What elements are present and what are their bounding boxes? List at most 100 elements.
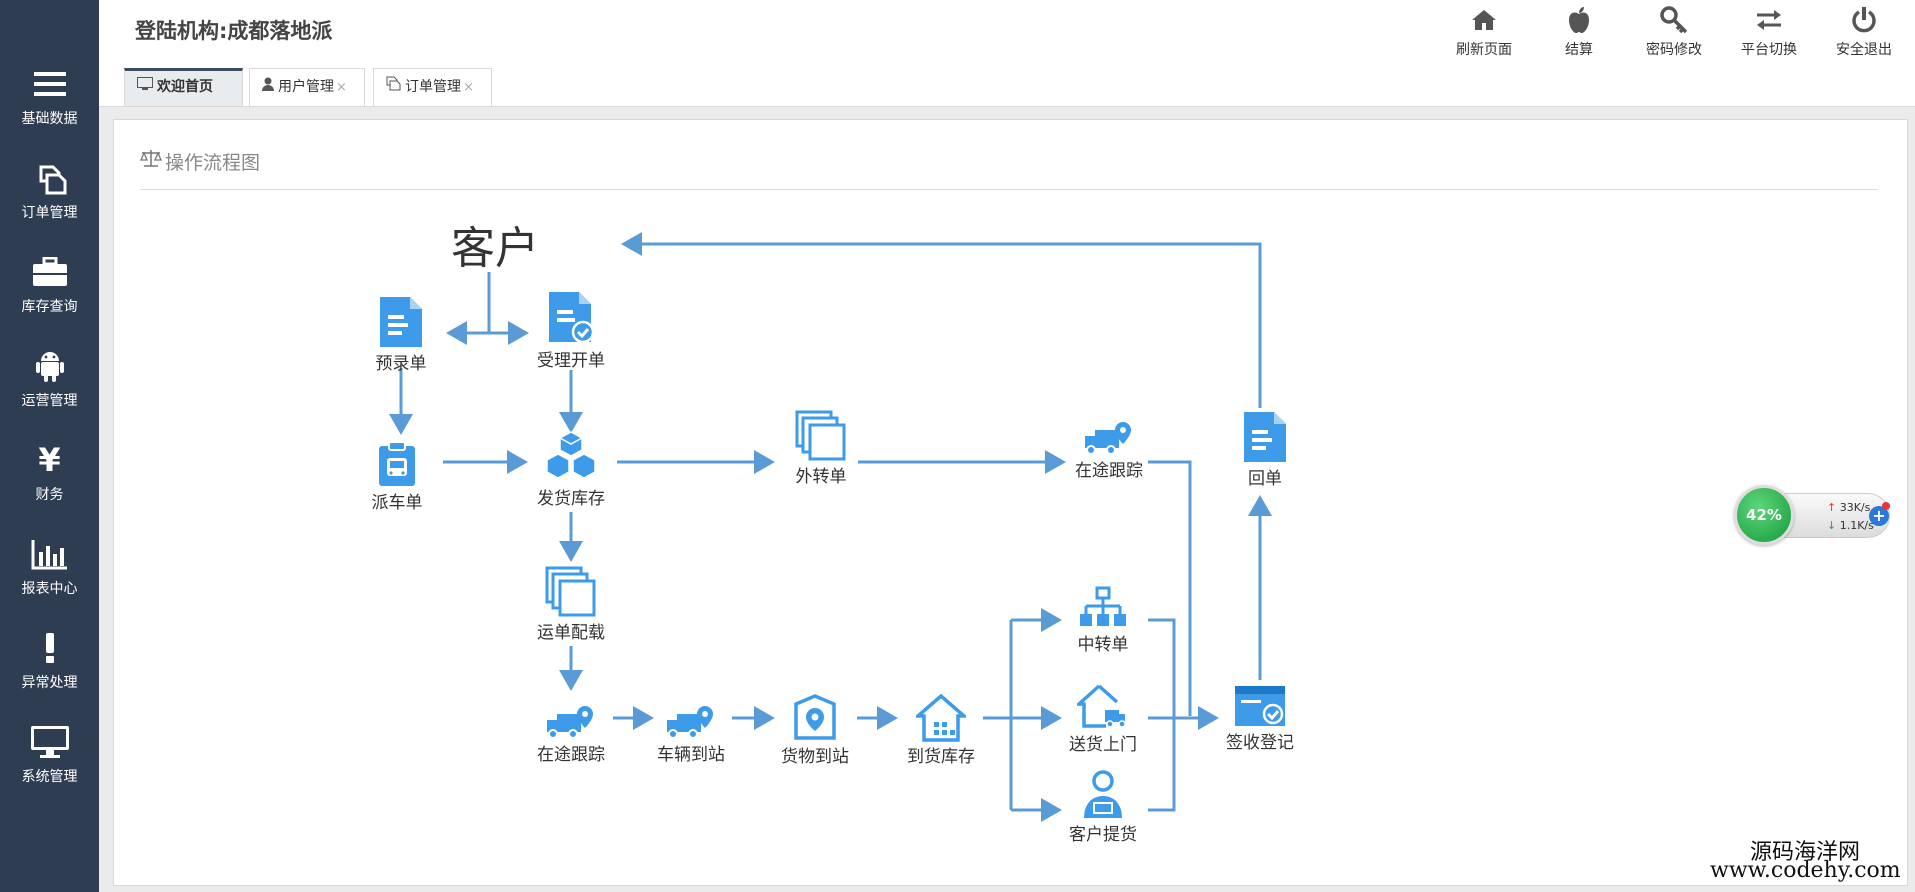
user-icon bbox=[262, 69, 274, 105]
flow-node-vehicle-arrival: 车辆到站 bbox=[636, 704, 746, 765]
flow-node-customer: 客户 bbox=[440, 212, 550, 276]
sidebar-item-basic-data[interactable]: 基础数据 bbox=[0, 50, 99, 140]
document-icon bbox=[380, 297, 422, 347]
node-label: 回单 bbox=[1248, 469, 1282, 489]
truck-location-icon bbox=[547, 706, 593, 739]
truck-location-icon bbox=[1085, 422, 1131, 455]
sidebar-item-order-management[interactable]: 订单管理 bbox=[0, 144, 99, 234]
panel-divider bbox=[140, 189, 1878, 190]
flow-node-transfer-order: 中转单 bbox=[1048, 586, 1158, 655]
balance-scale-icon bbox=[140, 148, 162, 172]
android-icon bbox=[0, 346, 99, 386]
watermark-title: 源码海洋网 bbox=[1750, 840, 1861, 865]
node-label: 受理开单 bbox=[537, 351, 605, 371]
close-icon[interactable]: × bbox=[336, 80, 347, 95]
briefcase-icon bbox=[0, 252, 99, 292]
flow-node-in-transit-top: 在途跟踪 bbox=[1054, 420, 1164, 481]
sidebar-item-reports[interactable]: 报表中心 bbox=[0, 520, 99, 610]
upload-speed: ↑ 33K/s bbox=[1827, 501, 1870, 514]
apple-icon bbox=[1539, 4, 1619, 36]
monitor-icon bbox=[0, 722, 99, 762]
toolbar-label: 结算 bbox=[1565, 42, 1593, 58]
document-icon bbox=[1244, 412, 1286, 462]
menu-icon bbox=[0, 64, 99, 104]
page-title: 登陆机构:成都落地派 bbox=[135, 19, 333, 43]
toolbar-label: 平台切换 bbox=[1741, 42, 1797, 58]
arrow-up-icon: ↑ bbox=[1827, 501, 1837, 514]
node-label: 中转单 bbox=[1077, 635, 1129, 655]
close-icon[interactable]: × bbox=[463, 80, 474, 95]
flow-node-pre-order: 预录单 bbox=[346, 295, 456, 374]
watermark-url: www.codehy.com bbox=[1710, 858, 1901, 883]
refresh-page-button[interactable]: 刷新页面 bbox=[1444, 4, 1524, 62]
notification-dot bbox=[1882, 502, 1890, 510]
panel-title: 操作流程图 bbox=[165, 152, 261, 174]
toolbar-label: 密码修改 bbox=[1646, 42, 1702, 58]
tab-order-management[interactable]: 订单管理× bbox=[373, 68, 492, 106]
tab-welcome[interactable]: 欢迎首页 bbox=[124, 68, 243, 106]
sidebar-item-label: 运营管理 bbox=[21, 393, 78, 409]
flow-node-arrival-stock: 到货库存 bbox=[886, 694, 996, 767]
sidebar-item-exceptions[interactable]: 异常处理 bbox=[0, 614, 99, 704]
bar-chart-icon bbox=[0, 534, 99, 574]
node-label: 车辆到站 bbox=[657, 745, 725, 765]
flow-node-accept-order: 受理开单 bbox=[516, 290, 626, 371]
copy-icon bbox=[386, 69, 401, 105]
monitor-icon bbox=[137, 71, 153, 103]
flow-node-sign-register: 签收登记 bbox=[1205, 684, 1315, 753]
sidebar-item-system[interactable]: 系统管理 bbox=[0, 708, 99, 798]
power-icon bbox=[1824, 4, 1904, 36]
sidebar-item-label: 报表中心 bbox=[21, 581, 78, 597]
node-label: 货物到站 bbox=[781, 747, 849, 767]
flow-node-shipping-stock: 发货库存 bbox=[516, 430, 626, 509]
flow-node-receipt: 回单 bbox=[1210, 410, 1320, 489]
tab-divider bbox=[99, 106, 1915, 107]
sidebar-item-label: 库存查询 bbox=[21, 299, 78, 315]
tab-label: 欢迎首页 bbox=[157, 79, 213, 95]
node-label: 在途跟踪 bbox=[537, 745, 605, 765]
node-label: 客户 bbox=[451, 223, 539, 274]
sidebar: 基础数据 订单管理 库存查询 运营管理 ¥ 财务 bbox=[0, 0, 99, 892]
boxes-icon bbox=[546, 431, 596, 479]
platform-switch-button[interactable]: 平台切换 bbox=[1729, 4, 1809, 62]
window-check-icon bbox=[1235, 686, 1285, 726]
sidebar-item-finance[interactable]: ¥ 财务 bbox=[0, 426, 99, 516]
node-label: 在途跟踪 bbox=[1075, 461, 1143, 481]
stack-icon bbox=[545, 566, 596, 617]
download-speed: ↓ 1.1K/s bbox=[1827, 519, 1874, 532]
change-password-button[interactable]: 密码修改 bbox=[1634, 4, 1714, 62]
sidebar-item-inventory[interactable]: 库存查询 bbox=[0, 238, 99, 328]
tab-user-management[interactable]: 用户管理× bbox=[249, 68, 365, 106]
node-label: 运单配载 bbox=[537, 623, 605, 643]
download-value: 1.1K/s bbox=[1839, 519, 1874, 532]
house-truck-icon bbox=[1077, 684, 1126, 728]
node-label: 签收登记 bbox=[1226, 733, 1294, 753]
stack-icon bbox=[795, 410, 846, 461]
key-icon bbox=[1634, 4, 1714, 36]
settlement-button[interactable]: 结算 bbox=[1539, 4, 1619, 62]
node-label: 到货库存 bbox=[907, 747, 975, 767]
exchange-icon bbox=[1729, 4, 1809, 36]
flow-node-outsource-order: 外转单 bbox=[766, 410, 876, 487]
plus-icon[interactable]: + bbox=[1869, 506, 1889, 526]
truck-location-icon bbox=[667, 706, 713, 739]
node-label: 发货库存 bbox=[537, 489, 605, 509]
toolbar-label: 刷新页面 bbox=[1456, 42, 1512, 58]
sidebar-item-label: 财务 bbox=[35, 487, 64, 503]
node-label: 客户提货 bbox=[1069, 825, 1137, 845]
memory-percent: 42% bbox=[1734, 485, 1794, 545]
logout-button[interactable]: 安全退出 bbox=[1824, 4, 1904, 62]
sidebar-item-label: 系统管理 bbox=[21, 769, 78, 785]
org-chart-icon bbox=[1080, 586, 1126, 626]
flow-node-dispatch-vehicle: 派车单 bbox=[342, 440, 452, 513]
speed-panel: ↑ 33K/s ↓ 1.1K/s + bbox=[1784, 493, 1890, 538]
node-label: 外转单 bbox=[795, 467, 847, 487]
sidebar-item-operations[interactable]: 运营管理 bbox=[0, 332, 99, 422]
network-speed-widget[interactable]: ↑ 33K/s ↓ 1.1K/s + 42% bbox=[1734, 485, 1892, 545]
box-location-icon bbox=[794, 694, 836, 740]
clipboard-bus-icon bbox=[379, 441, 415, 486]
flow-node-customer-pickup: 客户提货 bbox=[1048, 770, 1158, 845]
home-icon bbox=[1444, 4, 1524, 36]
tab-label: 用户管理 bbox=[278, 79, 334, 95]
